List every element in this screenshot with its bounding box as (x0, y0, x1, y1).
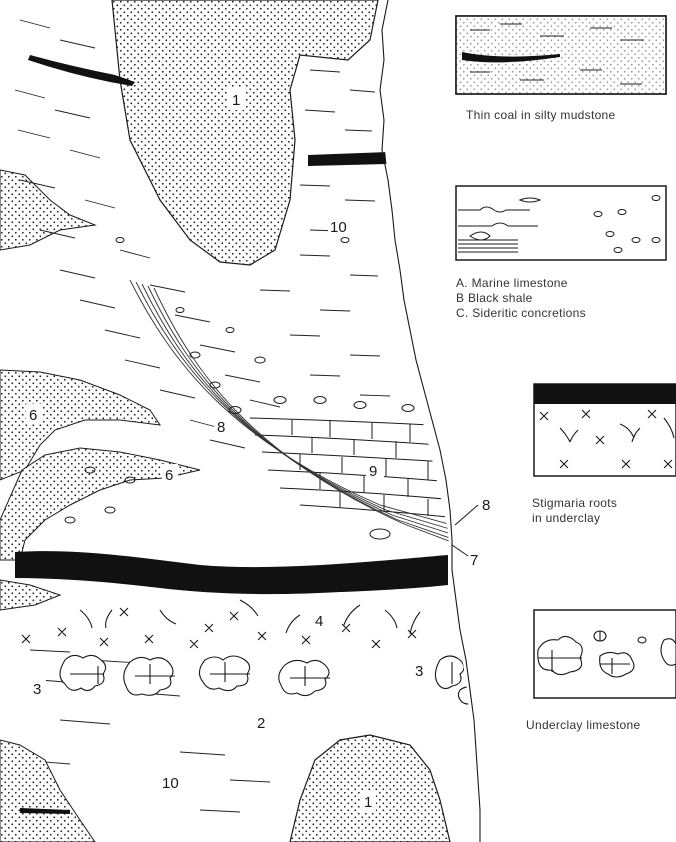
label-6-mid: 6 (165, 467, 173, 484)
sandstone-lens-left-low (0, 580, 60, 610)
label-2: 2 (257, 715, 265, 732)
caption-stigmaria-2: in underclay (532, 511, 600, 526)
label-1-bottom: 1 (364, 794, 372, 811)
label-4: 4 (315, 613, 323, 630)
inset-stigmaria (534, 384, 676, 476)
main-coal-seam (15, 551, 448, 594)
main-column (0, 0, 477, 842)
inset-thin-coal (456, 16, 666, 94)
thin-coal-top-right (308, 152, 388, 166)
caption-marine-b: B Black shale (456, 291, 533, 306)
label-9: 9 (369, 463, 377, 480)
label-8-mid: 8 (217, 419, 225, 436)
leader-line-8 (455, 505, 478, 525)
column-right-edge (380, 0, 480, 842)
label-10-top: 10 (330, 219, 347, 236)
label-1-top: 1 (232, 92, 240, 109)
caption-marine-a: A. Marine limestone (456, 276, 568, 291)
black-shale-laminae (130, 280, 470, 549)
inset-underclay-limestone (534, 610, 676, 698)
leader-line-7 (452, 545, 468, 556)
inset-marine-limestone (456, 186, 666, 260)
label-3-left: 3 (33, 681, 41, 698)
label-8-right: 8 (482, 497, 490, 514)
sandstone-wedge-bottom-left (0, 740, 95, 842)
label-6-left: 6 (29, 407, 37, 424)
channel-sandstone-bottom (290, 735, 450, 842)
caption-thin-coal: Thin coal in silty mudstone (466, 108, 616, 123)
underclay-stigmaria (22, 600, 420, 648)
label-3-right: 3 (415, 663, 423, 680)
sideritic-concretions (65, 238, 414, 540)
caption-marine-c: C. Sideritic concretions (456, 306, 586, 321)
caption-underclay-limestone: Underclay limestone (526, 718, 640, 733)
sandstone-wedge-upper-left (0, 170, 95, 250)
caption-stigmaria-1: Stigmaria roots (532, 496, 617, 511)
label-10-bottom: 10 (162, 775, 179, 792)
marine-limestone-band (250, 418, 458, 518)
label-7: 7 (470, 552, 478, 569)
